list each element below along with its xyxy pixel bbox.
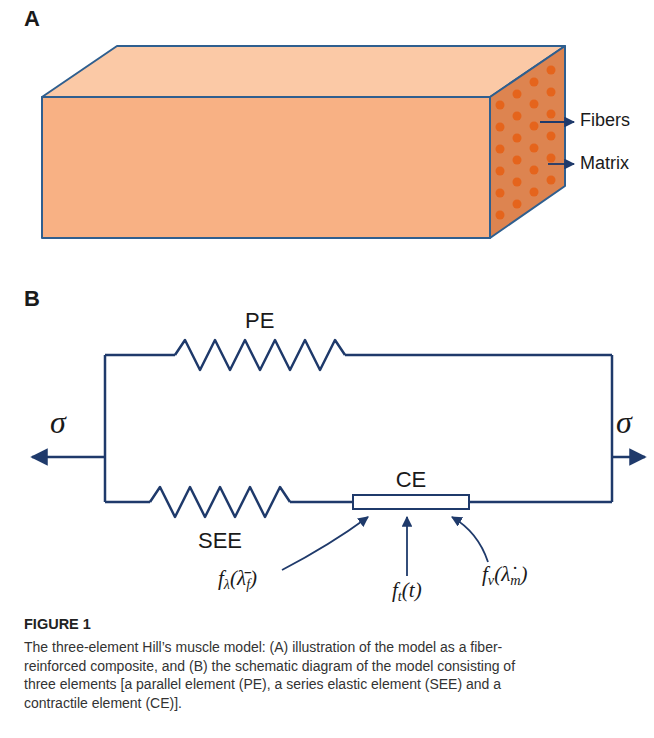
element-label: PE bbox=[245, 308, 274, 333]
element-label: CE bbox=[352, 468, 470, 492]
input-arrows bbox=[282, 517, 488, 576]
composite-block bbox=[42, 46, 565, 238]
fiber-dots bbox=[496, 66, 556, 220]
function-label: fλ(λ̄f) bbox=[218, 566, 257, 592]
spring-symbol bbox=[175, 340, 345, 370]
function-label: ft(t) bbox=[392, 578, 422, 604]
element-label: SEE bbox=[198, 528, 242, 553]
part-label: Matrix bbox=[580, 153, 629, 174]
stress-symbol: σ bbox=[50, 404, 66, 441]
stress-symbol: σ bbox=[616, 404, 632, 441]
spring-symbol bbox=[150, 487, 290, 517]
figure-number: FIGURE 1 bbox=[24, 616, 91, 633]
part-label: Fibers bbox=[580, 110, 630, 131]
element-rect bbox=[352, 494, 470, 510]
panel-letter: B bbox=[24, 286, 40, 311]
function-label: fv(λ̇m) bbox=[482, 562, 528, 588]
panel-letter: A bbox=[24, 6, 40, 31]
leader-arrows bbox=[540, 122, 574, 164]
hill-circuit bbox=[32, 340, 645, 517]
contractile-element: CE bbox=[352, 468, 470, 510]
figure-caption: The three-element Hill’s muscle model: (… bbox=[24, 638, 529, 712]
